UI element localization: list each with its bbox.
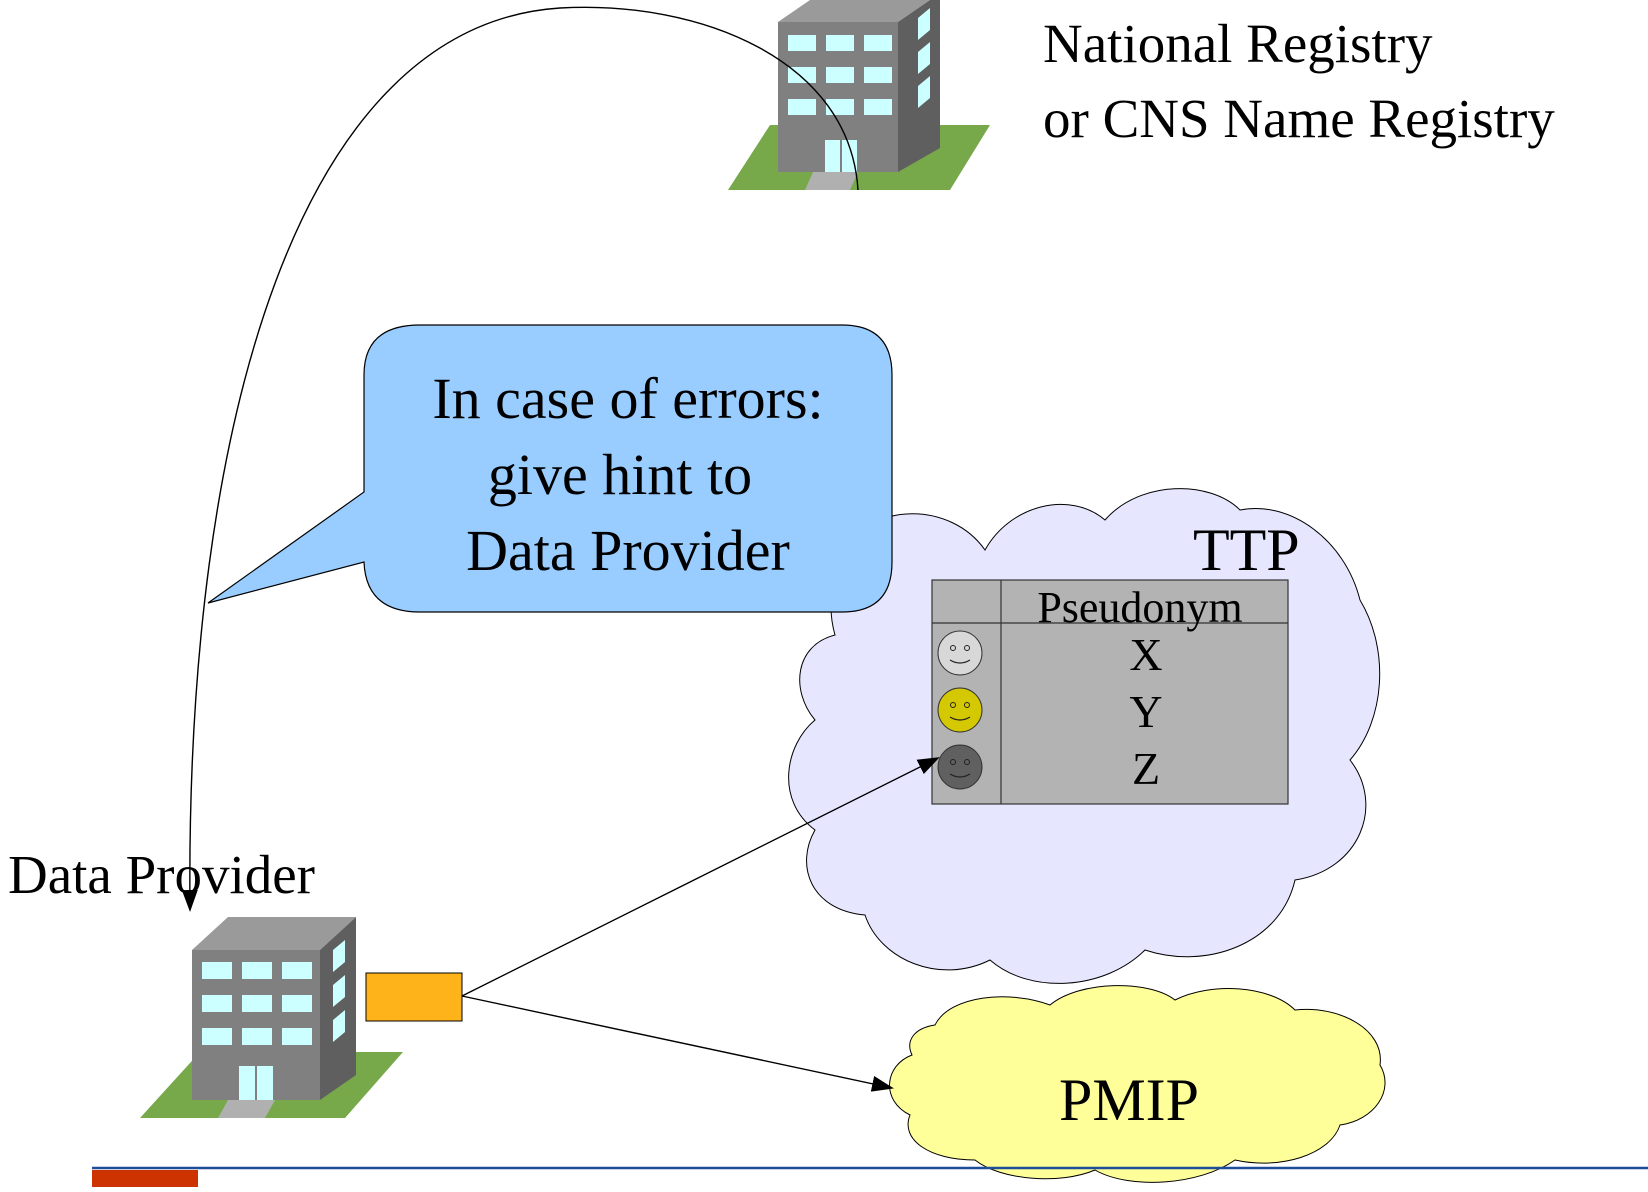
pseudonym-rows: XYZ [937, 629, 1163, 794]
national-registry-label-line1: National Registry [1043, 13, 1433, 74]
registry-to-provider-arrow [181, 6, 859, 912]
callout-line3: Data Provider [466, 518, 790, 583]
record-to-ttp-arrow [461, 757, 940, 997]
footer-accent-block [92, 1170, 198, 1187]
smiley-face-icon [937, 687, 983, 733]
pseudonym-table: Pseudonym [931, 579, 1289, 805]
pseudonym-value: X [1129, 629, 1162, 680]
callout-line2: give hint to [488, 442, 752, 507]
national-registry-label-line2: or CNS Name Registry [1043, 88, 1555, 149]
pseudonym-header: Pseudonym [1037, 583, 1242, 632]
national-registry-building-icon [728, 0, 990, 190]
pmip-label: PMIP [1059, 1067, 1199, 1133]
callout-line1: In case of errors: [432, 366, 823, 431]
pseudonym-value: Z [1132, 743, 1160, 794]
data-provider-label: Data Provider [8, 844, 315, 905]
smiley-face-icon [937, 630, 983, 676]
callout-bubble [207, 324, 893, 613]
ttp-label: TTP [1193, 517, 1300, 583]
record-to-pmip-arrow [461, 995, 894, 1092]
data-provider-building-icon [140, 917, 403, 1118]
pseudonym-value: Y [1129, 686, 1162, 737]
record-box [365, 972, 463, 1022]
smiley-face-icon [937, 744, 983, 790]
pmip-cloud [889, 985, 1386, 1183]
